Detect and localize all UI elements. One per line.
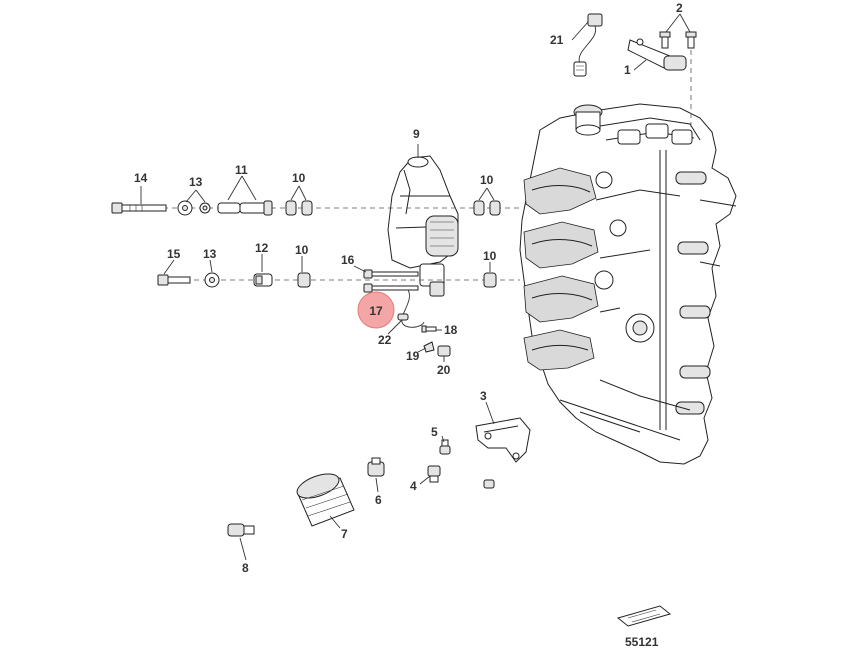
figure-id-badge: 55121: [616, 605, 672, 649]
callout-3: 3: [480, 389, 487, 403]
callout-12: 12: [255, 241, 269, 255]
part-6-adapter: [367, 457, 385, 477]
callout-18: 18: [444, 323, 458, 337]
part-13-washers-upper: [177, 200, 211, 216]
part-18-screw: [421, 325, 437, 333]
part-17-bolt: [363, 283, 419, 293]
part-4-fitting: [427, 465, 441, 483]
part-12-sleeve: [253, 273, 273, 287]
callout-17-highlighted[interactable]: 17: [357, 291, 395, 329]
callout-10-lower-left: 10: [295, 243, 309, 257]
part-10-grommets-upper-left: [285, 200, 313, 216]
part-8-sensor: [227, 523, 255, 537]
bolt-near-bracket: [483, 479, 495, 489]
leader-lines: [140, 13, 691, 561]
callout-13-lower: 13: [203, 247, 217, 261]
part-13-washer-lower: [204, 272, 220, 288]
callout-22: 22: [378, 333, 392, 347]
callout-5: 5: [431, 425, 438, 439]
part-10-grommet-lower-right: [483, 272, 497, 288]
part-14-bolt: [111, 202, 167, 214]
callout-17[interactable]: 17: [369, 304, 383, 318]
highlight-marker[interactable]: [357, 291, 395, 329]
engine-block: [519, 103, 737, 465]
part-11-sleeves: [217, 200, 273, 216]
callout-16: 16: [341, 253, 355, 267]
part-9-starter-motor: [387, 155, 459, 297]
part-21-sensor: [573, 13, 603, 77]
callout-13-upper: 13: [189, 175, 203, 189]
callout-19: 19: [406, 349, 420, 363]
part-20-nut: [437, 345, 451, 357]
callout-10-upper-right: 10: [480, 173, 494, 187]
callout-10-lower-right: 10: [483, 249, 497, 263]
callout-15: 15: [167, 247, 181, 261]
part-15-bolt: [157, 274, 191, 286]
callout-4: 4: [410, 479, 417, 493]
callout-2: 2: [676, 1, 683, 15]
callout-10-upper-left: 10: [292, 171, 306, 185]
callout-14: 14: [134, 171, 148, 185]
part-22-cable: [397, 289, 425, 328]
part-3-bracket: [475, 417, 531, 463]
part-1-sensor-bracket: [627, 38, 687, 71]
part-7-oil-filter: [296, 473, 355, 527]
part-10-grommet-lower-left: [297, 272, 311, 288]
part-5-fitting: [439, 439, 451, 455]
part-19-clip: [423, 341, 435, 353]
callout-6: 6: [375, 493, 382, 507]
part-16-bolt: [363, 269, 419, 279]
callout-labels: 1 2 3 4 5 6 7 8 9 10 10 10 10 11 12 13 1…: [134, 1, 683, 575]
injector-row: [675, 171, 711, 415]
figure-id-text: 55121: [625, 635, 659, 649]
callout-9: 9: [413, 127, 420, 141]
part-10-grommets-upper-right: [473, 200, 501, 216]
callout-1: 1: [624, 63, 631, 77]
callout-21: 21: [550, 33, 564, 47]
callout-8: 8: [242, 561, 249, 575]
part-2-bolts: [659, 31, 697, 130]
callout-7: 7: [341, 527, 348, 541]
callout-11: 11: [235, 163, 248, 177]
callout-20: 20: [437, 363, 451, 377]
